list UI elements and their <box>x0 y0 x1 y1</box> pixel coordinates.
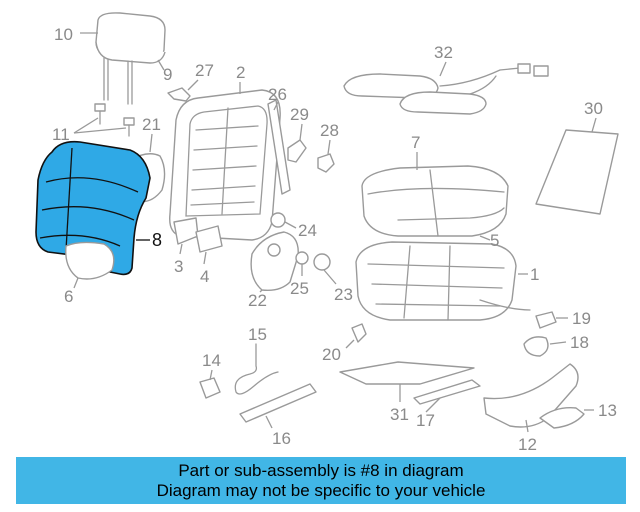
callout-2: 2 <box>236 63 245 82</box>
side-trim-12[interactable] <box>483 363 579 428</box>
callout-7: 7 <box>411 133 420 152</box>
trim-16[interactable] <box>239 383 317 423</box>
callout-19: 19 <box>572 309 591 328</box>
callout-11: 11 <box>52 125 70 144</box>
callout-21: 21 <box>142 115 161 134</box>
callout-8: 8 <box>152 230 162 250</box>
callout-27: 27 <box>195 61 214 80</box>
callout-20: 20 <box>322 345 341 364</box>
bar-26[interactable] <box>267 99 291 195</box>
clip-27[interactable] <box>167 87 191 102</box>
callout-23: 23 <box>334 285 353 304</box>
callout-31: 31 <box>390 405 409 424</box>
seatback-cover-8[interactable] <box>35 140 151 276</box>
part-28[interactable] <box>317 153 335 173</box>
caption-bar: Part or sub-assembly is #8 in diagram Di… <box>16 457 626 504</box>
callout-24: 24 <box>298 221 317 240</box>
cushion-pad-7[interactable] <box>361 165 509 237</box>
callout-16: 16 <box>272 429 291 448</box>
callout-32: 32 <box>434 43 453 62</box>
callout-28: 28 <box>320 121 339 140</box>
callout-13: 13 <box>598 401 617 420</box>
bolt-20[interactable] <box>351 323 367 343</box>
callout-26: 26 <box>268 85 287 104</box>
side-shield-22[interactable] <box>250 231 299 292</box>
callout-12: 12 <box>518 435 537 454</box>
callout-18: 18 <box>570 333 589 352</box>
callout-29: 29 <box>290 105 309 124</box>
callout-25: 25 <box>290 279 309 298</box>
part-29[interactable] <box>287 139 307 163</box>
knob-18[interactable] <box>523 336 549 357</box>
seat-parts-diagram: 10 9 27 2 26 32 30 11 21 29 28 7 8 24 5 … <box>35 12 619 454</box>
callout-3: 3 <box>174 257 183 276</box>
callout-10: 10 <box>54 25 73 44</box>
cushion-cover-5[interactable] <box>397 207 505 221</box>
knob-24[interactable] <box>270 212 286 228</box>
rail-17[interactable] <box>413 379 481 405</box>
lever-13[interactable] <box>539 407 585 429</box>
seat-base-frame-1[interactable] <box>355 241 531 321</box>
seatback-frame[interactable] <box>169 89 281 241</box>
callout-30: 30 <box>584 99 603 118</box>
washer-25[interactable] <box>295 251 309 265</box>
callout-17: 17 <box>416 411 435 430</box>
callout-4: 4 <box>200 267 209 286</box>
headrest[interactable] <box>95 12 166 105</box>
cover-31[interactable] <box>339 361 475 385</box>
callout-6: 6 <box>64 287 73 306</box>
bracket-3[interactable] <box>173 217 199 245</box>
switch-19[interactable] <box>535 311 557 329</box>
callout-9: 9 <box>163 65 172 84</box>
cable-15[interactable] <box>234 343 279 395</box>
bracket-4[interactable] <box>195 225 223 253</box>
handle-14[interactable] <box>199 377 221 399</box>
callout-15: 15 <box>248 325 267 344</box>
harness-32[interactable] <box>343 63 549 115</box>
callout-22: 22 <box>248 291 267 310</box>
knob-23[interactable] <box>313 253 331 271</box>
panel-6[interactable] <box>65 241 115 280</box>
bolts-11[interactable] <box>94 103 135 137</box>
callout-5: 5 <box>490 231 499 250</box>
caption-line-part: Part or sub-assembly is #8 in diagram <box>178 460 464 480</box>
caption-line-disclaimer: Diagram may not be specific to your vehi… <box>156 480 486 500</box>
callout-14: 14 <box>202 351 221 370</box>
callout-1: 1 <box>530 265 539 284</box>
panel-30[interactable] <box>535 129 619 215</box>
